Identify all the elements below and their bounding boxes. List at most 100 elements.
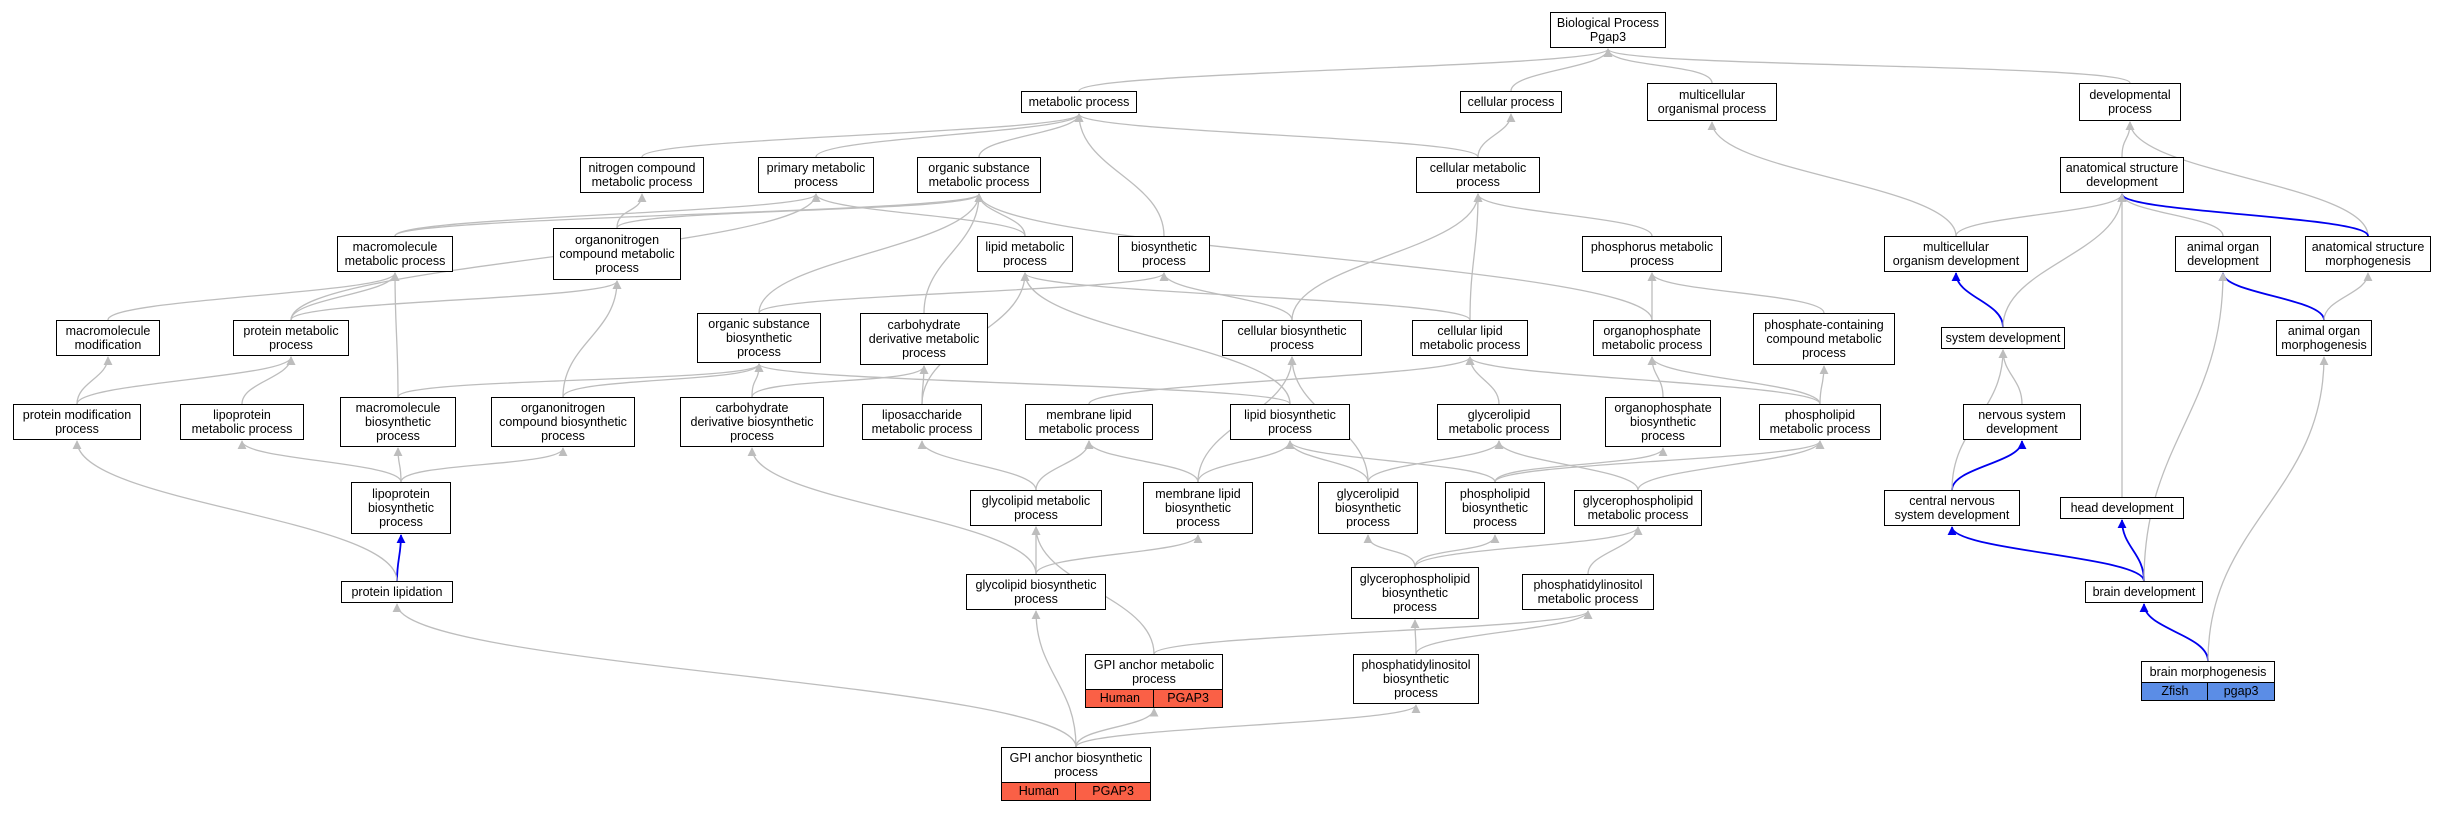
- annotation-tag-pgap3[interactable]: pgap3: [2207, 681, 2275, 701]
- edge-glycerolipidbio-to-glycerolipidmet: [1367, 440, 1504, 483]
- edge-cellbio-to-biosyn: [1159, 272, 1293, 321]
- edge-gpibio-to-gpimet: [1075, 707, 1159, 748]
- edge-cellmet-to-cellular: [1477, 113, 1516, 158]
- edge-glycolipidmet-to-memlipid: [1035, 440, 1094, 491]
- go-term-metabolic[interactable]: metabolic process: [1021, 91, 1137, 113]
- edge-gpibio-to-phosinosbio: [1075, 704, 1421, 748]
- go-term-gpibio[interactable]: GPI anchor biosynthetic process: [1001, 747, 1151, 783]
- go-term-lipoprotmet[interactable]: lipoprotein metabolic process: [180, 404, 304, 440]
- go-term-nitro[interactable]: nitrogen compound metabolic process: [580, 157, 704, 193]
- go-term-glycolipidmet[interactable]: glycolipid metabolic process: [970, 490, 1102, 526]
- edge-gpimet-to-phosinosmet: [1153, 610, 1593, 655]
- go-term-glycerophosbio[interactable]: glycerophospholipid biosynthetic process: [1351, 567, 1479, 619]
- go-term-biosyn[interactable]: biosynthetic process: [1118, 236, 1210, 272]
- edge-memlipidbio-to-memlipid: [1084, 440, 1199, 483]
- go-term-bp[interactable]: Biological Process Pgap3: [1550, 12, 1666, 48]
- go-term-glycolipidbio[interactable]: glycolipid biosynthetic process: [966, 574, 1106, 610]
- go-term-orgphosmet[interactable]: organophosphate metabolic process: [1593, 320, 1711, 356]
- annotation-tag-pgap3[interactable]: PGAP3: [1153, 688, 1223, 708]
- edge-orgsubbio-to-biosyn: [758, 272, 1169, 314]
- edge-macromet-to-primary: [394, 193, 821, 237]
- go-term-phoscont[interactable]: phosphate-containing compound metabolic …: [1753, 313, 1895, 365]
- go-term-headdev[interactable]: head development: [2060, 497, 2184, 519]
- annotation-tag-zfish[interactable]: Zfish: [2141, 681, 2209, 701]
- go-term-anatdev[interactable]: anatomical structure development: [2060, 157, 2184, 193]
- go-term-lipidbio[interactable]: lipid biosynthetic process: [1230, 404, 1350, 440]
- edge-carbbio-to-carbmet: [751, 365, 929, 398]
- go-term-cellmet[interactable]: cellular metabolic process: [1416, 157, 1540, 193]
- go-term-animalmorph[interactable]: animal organ morphogenesis: [2276, 320, 2372, 356]
- go-term-devproc[interactable]: developmental process: [2079, 83, 2181, 121]
- go-term-glycerolipidmet[interactable]: glycerolipid metabolic process: [1437, 404, 1561, 440]
- edge-lipidmet-to-primary: [811, 193, 1026, 237]
- go-term-liposacc[interactable]: liposaccharide metabolic process: [862, 404, 982, 440]
- go-term-glycerophosmet[interactable]: glycerophospholipid metabolic process: [1574, 490, 1702, 526]
- edge-sysdev-to-multidev: [1951, 272, 2004, 328]
- go-term-carbmet[interactable]: carbohydrate derivative metabolic proces…: [860, 313, 988, 365]
- go-term-protlip[interactable]: protein lipidation: [341, 581, 453, 603]
- go-term-orgnitrobio[interactable]: organonitrogen compound biosynthetic pro…: [491, 397, 635, 447]
- go-term-glycerolipidbio[interactable]: glycerolipid biosynthetic process: [1318, 482, 1418, 534]
- go-term-protmod[interactable]: protein modification process: [13, 404, 141, 440]
- go-term-gpimet[interactable]: GPI anchor metabolic process: [1085, 654, 1223, 690]
- edge-glycerophosbio-to-phospholipidbio: [1414, 534, 1500, 568]
- go-term-phospholipidbio[interactable]: phospholipid biosynthetic process: [1445, 482, 1545, 534]
- go-term-anatmorph[interactable]: anatomical structure morphogenesis: [2305, 236, 2431, 272]
- edge-macromet-to-orgsub: [394, 193, 984, 237]
- edge-phospholipidbio-to-orgphosbio: [1494, 447, 1668, 483]
- go-term-macrobio[interactable]: macromolecule biosynthetic process: [340, 397, 456, 447]
- go-term-cnsdev[interactable]: central nervous system development: [1884, 490, 2020, 526]
- edge-orgnitrobio-to-orgsubbio: [562, 363, 764, 398]
- edge-primary-to-metabolic: [815, 113, 1084, 158]
- edge-anatmorph-to-devproc: [2125, 121, 2369, 237]
- edge-protmet-to-orgnitro: [290, 280, 622, 321]
- go-term-macromet[interactable]: macromolecule metabolic process: [337, 236, 453, 272]
- go-term-phosmet[interactable]: phosphorus metabolic process: [1582, 236, 1722, 272]
- go-term-multiorg[interactable]: multicellular organismal process: [1647, 83, 1777, 121]
- go-term-nervdev[interactable]: nervous system development: [1963, 404, 2081, 440]
- go-term-macromod[interactable]: macromolecule modification: [56, 320, 160, 356]
- annotation-tag-human[interactable]: Human: [1085, 688, 1155, 708]
- go-term-celllipid[interactable]: cellular lipid metabolic process: [1412, 320, 1528, 356]
- edge-glycerophosbio-to-glycerolipidbio: [1363, 534, 1416, 568]
- annotation-tag-human[interactable]: Human: [1001, 781, 1077, 801]
- go-term-orgnitro[interactable]: organonitrogen compound metabolic proces…: [553, 228, 681, 280]
- annotation-tag-pgap3[interactable]: PGAP3: [1075, 781, 1151, 801]
- go-term-orgsubbio[interactable]: organic substance biosynthetic process: [697, 313, 821, 363]
- edge-glycolipidmet-to-liposacc: [917, 440, 1037, 491]
- go-term-phosinosmet[interactable]: phosphatidylinositol metabolic process: [1522, 574, 1654, 610]
- edge-macrobio-to-orgsubbio: [397, 363, 764, 398]
- go-term-orgphosbio[interactable]: organophosphate biosynthetic process: [1605, 397, 1721, 447]
- go-term-sysdev[interactable]: system development: [1941, 327, 2065, 349]
- go-term-cellular[interactable]: cellular process: [1460, 91, 1562, 113]
- go-term-braindev[interactable]: brain development: [2085, 581, 2203, 603]
- edge-braindev-to-cnsdev: [1947, 526, 2145, 582]
- edge-phosmet-to-cellmet: [1473, 193, 1653, 237]
- edge-orgsubbio-to-orgsub: [758, 193, 984, 314]
- go-term-phosinosbio[interactable]: phosphatidylinositol biosynthetic proces…: [1353, 654, 1479, 704]
- edge-glycerophosmet-to-glycerolipidmet: [1494, 440, 1639, 491]
- go-term-carbbio[interactable]: carbohydrate derivative biosynthetic pro…: [680, 397, 824, 447]
- go-term-orgsub[interactable]: organic substance metabolic process: [917, 157, 1041, 193]
- go-term-phospholipidmet[interactable]: phospholipid metabolic process: [1759, 404, 1881, 440]
- go-term-protmet[interactable]: protein metabolic process: [233, 320, 349, 356]
- go-term-lipoprotbio[interactable]: lipoprotein biosynthetic process: [351, 482, 451, 534]
- go-term-cellbio[interactable]: cellular biosynthetic process: [1222, 320, 1362, 356]
- edge-glycerophosmet-to-phospholipidmet: [1637, 440, 1825, 491]
- go-term-animaldev[interactable]: animal organ development: [2175, 236, 2271, 272]
- go-term-memlipid[interactable]: membrane lipid metabolic process: [1025, 404, 1153, 440]
- edge-devproc-to-bp: [1603, 48, 2131, 84]
- go-term-multidev[interactable]: multicellular organism development: [1884, 236, 2028, 272]
- edge-lipoprotbio-to-macrobio: [393, 447, 403, 483]
- edge-phospholipidbio-to-phospholipidmet: [1494, 440, 1825, 483]
- go-term-lipidmet[interactable]: lipid metabolic process: [977, 236, 1073, 272]
- edge-phospholipidbio-to-lipidbio: [1285, 440, 1496, 483]
- go-term-primary[interactable]: primary metabolic process: [758, 157, 874, 193]
- edge-phosinosbio-to-glycerophosbio: [1410, 619, 1420, 655]
- edge-lipoprotbio-to-lipoprotmet: [237, 440, 402, 483]
- go-term-brainmorph[interactable]: brain morphogenesis: [2141, 661, 2275, 683]
- go-term-memlipidbio[interactable]: membrane lipid biosynthetic process: [1143, 482, 1253, 534]
